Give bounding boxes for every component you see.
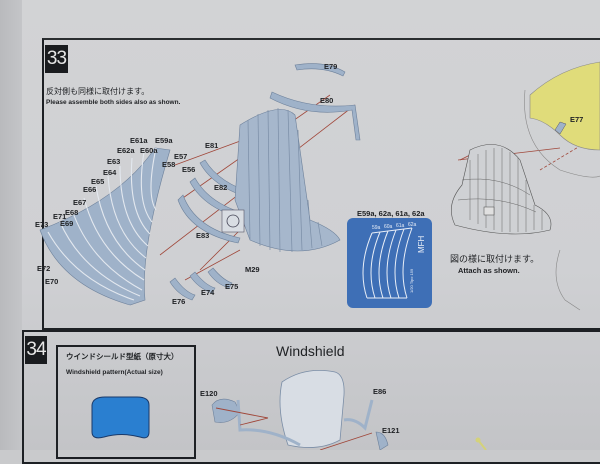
label-e60a: E60a: [140, 146, 158, 155]
label-e121: E121: [382, 426, 400, 435]
label-e64: E64: [103, 168, 117, 177]
label-e80: E80: [320, 96, 334, 105]
detail-label-62a: 62a: [408, 222, 417, 228]
step-33-instruction-en: Please assemble both sides also as shown…: [46, 99, 181, 106]
label-e71: E71: [53, 212, 67, 221]
label-e67: E67: [73, 198, 87, 207]
label-e86: E86: [373, 387, 387, 396]
label-e62a: E62a: [117, 146, 135, 155]
label-e56: E56: [182, 165, 196, 174]
result-caption-jp: 図の様に取付けます。: [450, 254, 540, 264]
step-33-number: 33: [45, 45, 68, 73]
label-m29: M29: [245, 265, 260, 274]
label-e58: E58: [162, 160, 176, 169]
label-e76: E76: [172, 297, 186, 306]
step-34-number: 34: [25, 336, 47, 364]
label-e79: E79: [324, 62, 338, 71]
rib-detail-box: 59a 60a 61a 62a MFH 1/20 Tipo 159: [347, 218, 432, 308]
label-e74: E74: [201, 288, 215, 297]
label-e83: E83: [196, 231, 210, 240]
pattern-title-jp: ウインドシールド型紙（原寸大）: [66, 352, 179, 361]
step-33-instruction-jp: 反対側も同様に取付けます。: [46, 87, 150, 96]
detail-label-60a: 60a: [384, 224, 393, 230]
step-34-diagram: [91, 369, 487, 450]
result-caption-en: Attach as shown.: [458, 266, 520, 275]
label-e66: E66: [83, 185, 97, 194]
pattern-title-en: Windshield pattern(Actual size): [66, 369, 163, 376]
windshield-pattern-shape: [91, 396, 150, 439]
label-e68: E68: [65, 208, 79, 217]
label-e75: E75: [225, 282, 239, 291]
detail-label-61a: 61a: [396, 223, 405, 229]
label-e73: E73: [35, 220, 49, 229]
label-e82: E82: [214, 183, 228, 192]
windshield-section-title: Windshield: [276, 343, 345, 359]
step-33-panel: [42, 38, 600, 330]
label-e61a: E61a: [130, 136, 148, 145]
rib-outline-drawing: [362, 227, 413, 299]
label-e57: E57: [174, 152, 188, 161]
detail-label-59a: 59a: [372, 225, 381, 231]
label-e120: E120: [200, 389, 218, 398]
label-e59a: E59a: [155, 136, 173, 145]
label-e70: E70: [45, 277, 59, 286]
label-e65: E65: [91, 177, 105, 186]
step-33-diagram: [39, 61, 600, 311]
label-e63: E63: [107, 157, 121, 166]
detail-box-title: E59a, 62a, 61a, 62a: [357, 209, 425, 218]
label-e69: E69: [60, 219, 74, 228]
fan-cover-part: [221, 209, 245, 233]
label-e81: E81: [205, 141, 219, 150]
label-e72: E72: [37, 264, 51, 273]
label-e77: E77: [570, 115, 584, 124]
